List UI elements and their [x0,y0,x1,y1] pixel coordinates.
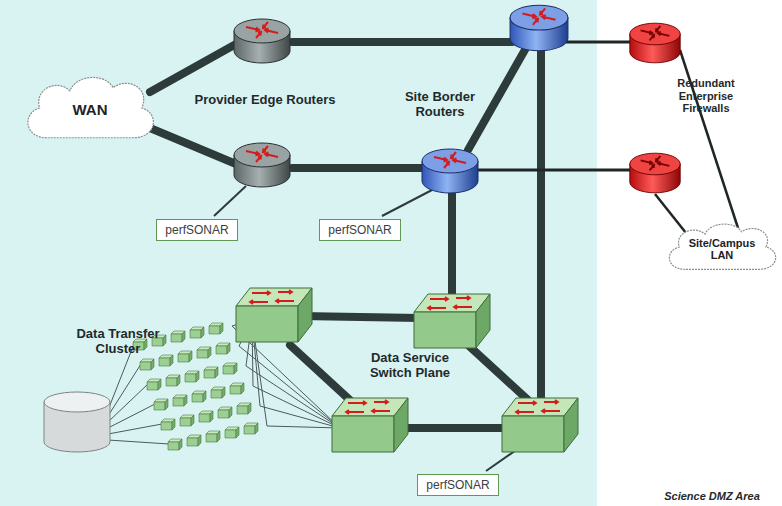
perfsonar-box: perfSONAR [156,219,237,241]
tool-label: perfSONAR [328,223,391,237]
group-label: Site Border Routers [392,90,488,120]
tool-label: perfSONAR [426,478,489,492]
cloud-label: Site/Campus LAN [681,237,763,261]
group-label: Provider Edge Routers [175,93,355,108]
cloud-label: WAN [73,102,108,119]
group-label: Data Transfer Cluster [66,327,170,357]
perfsonar-box: perfSONAR [319,219,400,241]
network-cloud: WAN [18,72,162,144]
area-label: Science DMZ Area [642,490,782,503]
group-label: Redundant Enterprise Firewalls [670,77,742,115]
network-cloud: Site/Campus LAN [661,220,782,274]
tool-label: perfSONAR [165,223,228,237]
group-label: Data Service Switch Plane [354,351,466,381]
perfsonar-box: perfSONAR [417,474,498,496]
